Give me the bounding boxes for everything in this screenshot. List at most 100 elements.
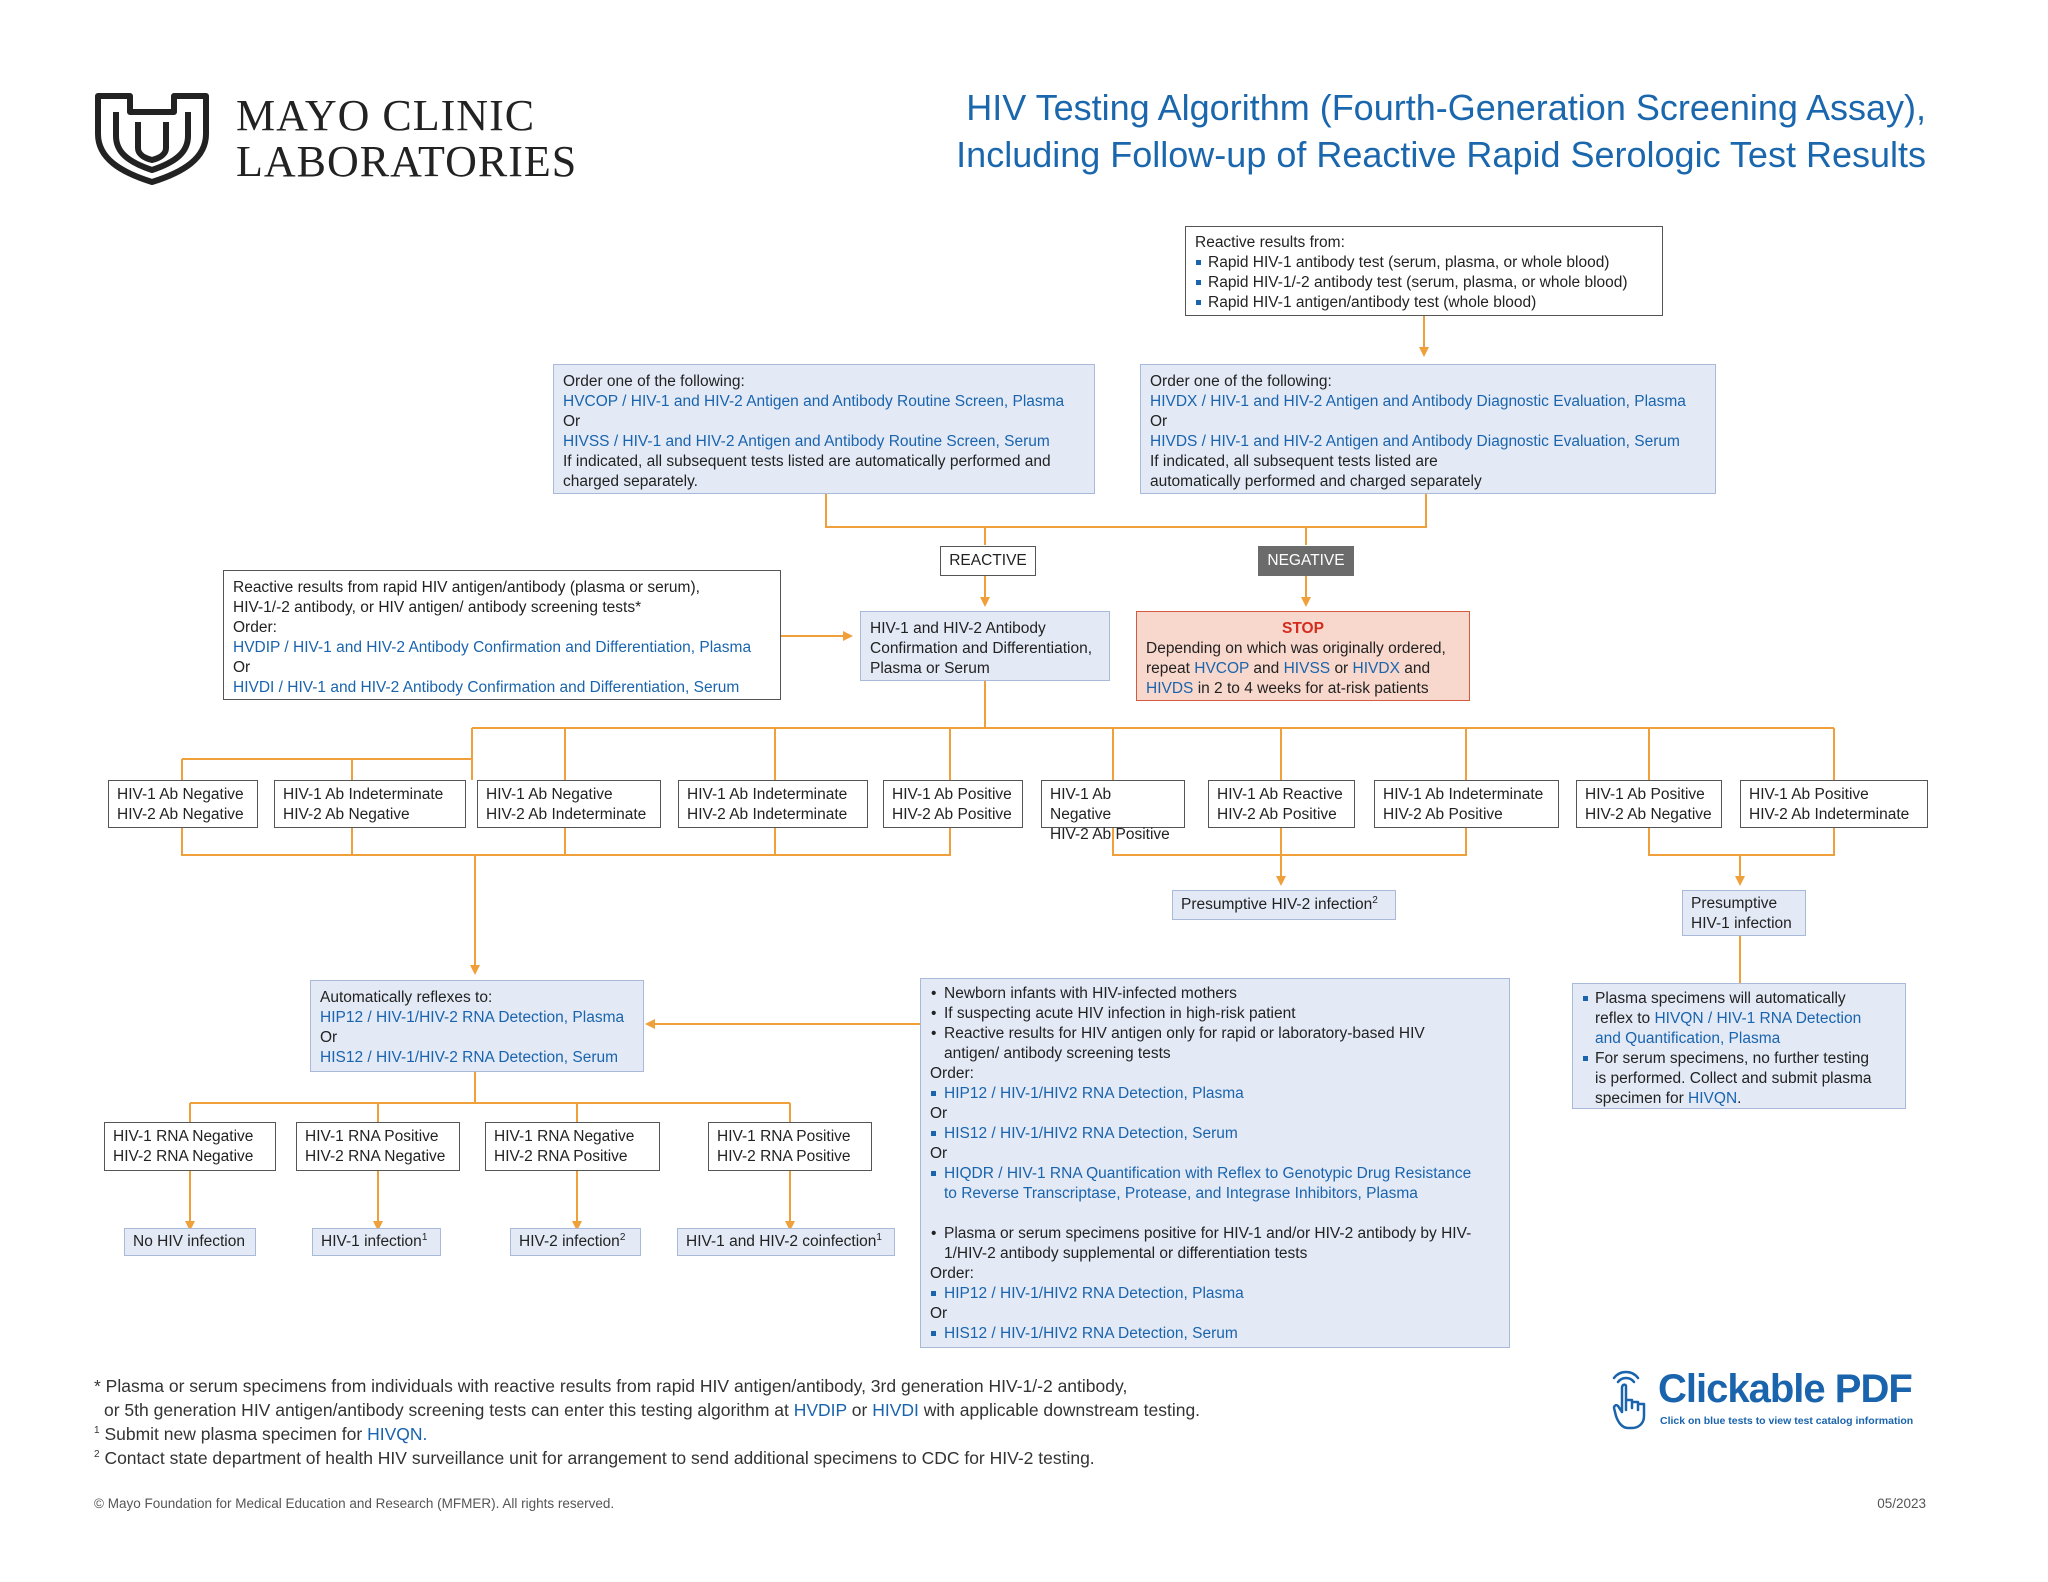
ab-result-box: HIV-1 Ab Reactive HIV-2 Ab Positive <box>1208 780 1355 828</box>
outcome-box: HIV-1 and HIV-2 coinfection1 <box>677 1228 895 1256</box>
presumptive-hiv1-text: HIV-1 infection <box>1691 915 1792 932</box>
acute-newborn-order-box: Newborn infants with HIV-infected mother… <box>920 978 1510 1348</box>
his12-link[interactable]: HIS12 / HIV-1/HIV-2 RNA Detection, Serum <box>320 1049 619 1066</box>
reflex-or: Or <box>320 1029 338 1046</box>
ab-result-box: HIV-1 Ab Negative HIV-2 Ab Positive <box>1041 780 1185 843</box>
hivdi-link[interactable]: HIVDI <box>872 1400 919 1420</box>
criteria-item: If suspecting acute HIV infection in hig… <box>930 1004 1500 1024</box>
ab-result-hiv2: HIV-2 Ab Negative <box>1585 806 1712 823</box>
hiqdr-link-cont[interactable]: to Reverse Transcriptase, Protease, and … <box>944 1185 1418 1202</box>
stop-tail: in 2 to 4 weeks for at-risk patients <box>1197 680 1429 697</box>
footnote-mark: 2 <box>1372 894 1378 906</box>
rna-result-hiv2: HIV-2 RNA Negative <box>113 1148 254 1165</box>
hivqn-link-cont[interactable]: and Quantification, Plasma <box>1595 1030 1781 1047</box>
ab-result-hiv1: HIV-1 Ab Negative <box>117 786 244 803</box>
or-label: Or <box>930 1305 948 1322</box>
ab-result-box: HIV-1 Ab Indeterminate HIV-2 Ab Positive <box>1374 780 1559 828</box>
hivdx-link[interactable]: HIVDX <box>1352 660 1400 677</box>
rapid-item: Rapid HIV-1 antibody test (serum, plasma… <box>1195 253 1653 273</box>
hivqn-link[interactable]: HIVQN <box>1688 1090 1738 1107</box>
or-label: Or <box>930 1105 948 1122</box>
footnote-mark: 2 <box>94 1449 100 1461</box>
ab-result-hiv2: HIV-2 Ab Indeterminate <box>687 806 848 823</box>
ab-result-hiv1: HIV-1 Ab Negative <box>1050 786 1112 823</box>
page-title-line1: HIV Testing Algorithm (Fourth-Generation… <box>966 87 1926 128</box>
stop-and: and <box>1253 660 1280 677</box>
hand-pointer-icon <box>1612 1370 1646 1430</box>
hvcop-link[interactable]: HVCOP <box>1194 660 1250 677</box>
rapid-heading: Reactive results from: <box>1195 234 1345 251</box>
hivds-link[interactable]: HIVDS / HIV-1 and HIV-2 Antigen and Anti… <box>1150 433 1680 450</box>
footnote-mark: 1 <box>421 1231 428 1243</box>
confirm-text: Confirmation and Differentiation, <box>870 640 1093 657</box>
hivss-link[interactable]: HIVSS <box>1283 660 1331 677</box>
hivdi-link[interactable]: HIVDI / HIV-1 and HIV-2 Antibody Confirm… <box>233 679 740 696</box>
diag-or: Or <box>1150 413 1168 430</box>
hivss-link[interactable]: HIVSS / HIV-1 and HIV-2 Antigen and Anti… <box>563 433 1050 450</box>
criteria-item: Plasma or serum specimens positive for H… <box>930 1224 1500 1244</box>
rna-result-hiv1: HIV-1 RNA Negative <box>113 1128 254 1145</box>
rna-result-box: HIV-1 RNA Positive HIV-2 RNA Positive <box>708 1122 872 1171</box>
hivds-link[interactable]: HIVDS <box>1146 680 1194 697</box>
brand-name-line2: LABORATORIES <box>236 137 578 186</box>
hip12-link[interactable]: HIP12 / HIV-1/HIV-2 RNA Detection, Plasm… <box>320 1009 625 1026</box>
his12-link[interactable]: HIS12 / HIV-1/HIV2 RNA Detection, Serum <box>930 1124 1500 1144</box>
his12-link[interactable]: HIS12 / HIV-1/HIV2 RNA Detection, Serum <box>930 1324 1500 1344</box>
outcome-text: No HIV infection <box>133 1233 245 1250</box>
ab-result-hiv2: HIV-2 Ab Positive <box>1383 806 1503 823</box>
footnote-mark: 2 <box>619 1231 626 1243</box>
footnote-star-cont: or 5th generation HIV antigen/antibody s… <box>104 1400 789 1420</box>
ab-result-hiv2: HIV-2 Ab Positive <box>1217 806 1337 823</box>
ab-result-hiv1: HIV-1 Ab Positive <box>1585 786 1705 803</box>
entry-text: Reactive results from rapid HIV antigen/… <box>233 579 700 596</box>
footnote-star-end: with applicable downstream testing. <box>923 1400 1201 1420</box>
presumptive-hiv1-text: Presumptive <box>1691 895 1778 912</box>
ab-result-hiv2: HIV-2 Ab Positive <box>892 806 1012 823</box>
stop-text-line: HIVDS in 2 to 4 weeks for at-risk patien… <box>1146 679 1460 699</box>
clickable-pdf-title: Clickable PDF <box>1658 1367 1913 1411</box>
ab-result-box: HIV-1 Ab Negative HIV-2 Ab Indeterminate <box>477 780 661 828</box>
hivqn-link[interactable]: HIVQN. <box>367 1424 428 1444</box>
ab-result-hiv1: HIV-1 Ab Indeterminate <box>687 786 848 803</box>
hiqdr-link[interactable]: HIQDR / HIV-1 RNA Quantification with Re… <box>930 1164 1500 1184</box>
hvcop-link[interactable]: HVCOP / HIV-1 and HIV-2 Antigen and Anti… <box>563 393 1065 410</box>
outcome-text: HIV-1 infection <box>321 1233 422 1250</box>
hip12-link[interactable]: HIP12 / HIV-1/HIV2 RNA Detection, Plasma <box>930 1084 1500 1104</box>
ab-result-hiv1: HIV-1 Ab Indeterminate <box>283 786 444 803</box>
revision-date: 05/2023 <box>1877 1496 1926 1511</box>
footnote-2-text: Contact state department of health HIV s… <box>104 1448 1095 1468</box>
or-label: Or <box>930 1145 948 1162</box>
negative-label: NEGATIVE <box>1258 546 1354 576</box>
routine-note: If indicated, all subsequent tests liste… <box>563 453 1051 470</box>
rna-result-box: HIV-1 RNA Positive HIV-2 RNA Negative <box>296 1122 460 1171</box>
ab-result-hiv2: HIV-2 Ab Negative <box>117 806 244 823</box>
brand-name-line1: MAYO CLINIC <box>236 91 536 140</box>
stop-box: STOP Depending on which was originally o… <box>1136 611 1470 701</box>
ab-result-box: HIV-1 Ab Positive HIV-2 Ab Positive <box>883 780 1023 828</box>
hvdip-link[interactable]: HVDIP <box>793 1400 847 1420</box>
routine-or: Or <box>563 413 581 430</box>
routine-note: charged separately. <box>563 473 698 490</box>
hivqn-link[interactable]: HIVQN / HIV-1 RNA Detection <box>1654 1010 1862 1027</box>
outcome-box: HIV-2 infection2 <box>510 1228 641 1256</box>
followup-text: specimen for <box>1595 1090 1684 1107</box>
hivdx-link[interactable]: HIVDX / HIV-1 and HIV-2 Antigen and Anti… <box>1150 393 1686 410</box>
ab-result-hiv1: HIV-1 Ab Negative <box>486 786 613 803</box>
followup-text: is performed. Collect and submit plasma <box>1595 1070 1872 1087</box>
ab-result-hiv1: HIV-1 Ab Positive <box>892 786 1012 803</box>
stop-repeat: repeat <box>1146 660 1190 677</box>
ab-result-hiv2: HIV-2 Ab Indeterminate <box>1749 806 1910 823</box>
criteria-item-cont: 1/HIV-2 antibody supplemental or differe… <box>944 1245 1308 1262</box>
stop-title: STOP <box>1282 620 1324 637</box>
entry-text: HIV-1/-2 antibody, or HIV antigen/ antib… <box>233 599 642 616</box>
routine-screen-box: Order one of the following: HVCOP / HIV-… <box>553 364 1095 494</box>
presumptive-hiv2-text: Presumptive HIV-2 infection <box>1181 896 1373 913</box>
hip12-link[interactable]: HIP12 / HIV-1/HIV2 RNA Detection, Plasma <box>930 1284 1500 1304</box>
hvdip-link[interactable]: HVDIP / HIV-1 and HIV-2 Antibody Confirm… <box>233 639 752 656</box>
diag-note: If indicated, all subsequent tests liste… <box>1150 453 1438 470</box>
footnote-mark: 1 <box>876 1231 882 1243</box>
order-label: Order: <box>930 1065 974 1082</box>
rna-result-hiv2: HIV-2 RNA Positive <box>717 1148 851 1165</box>
ab-result-hiv1: HIV-1 Ab Reactive <box>1217 786 1343 803</box>
